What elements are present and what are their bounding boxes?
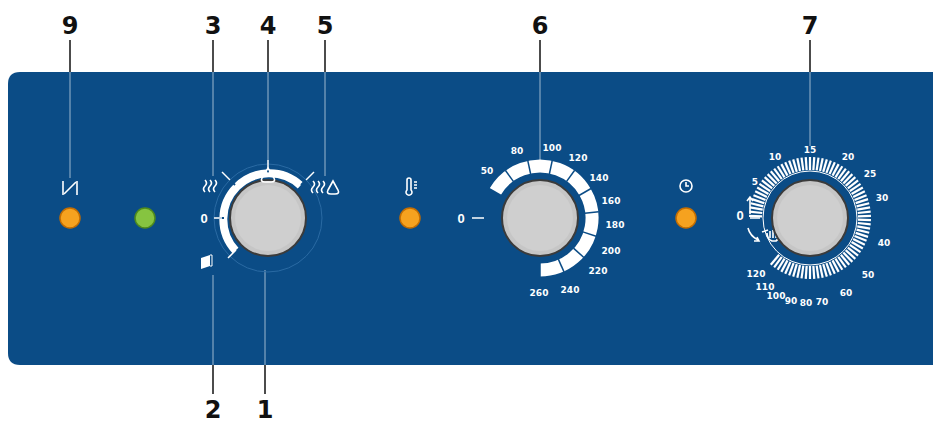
tick-stroke bbox=[558, 259, 564, 272]
scale-number: 50 bbox=[862, 271, 875, 280]
scale-number: 120 bbox=[747, 270, 766, 279]
callout-number: 4 bbox=[260, 14, 277, 38]
tick-stroke bbox=[858, 215, 871, 218]
callout-number: 1 bbox=[257, 398, 274, 422]
callout-number: 9 bbox=[62, 14, 79, 38]
tick-stroke bbox=[858, 212, 871, 213]
callout-number: 5 bbox=[317, 14, 334, 38]
panel bbox=[8, 72, 933, 365]
scale-number: 160 bbox=[602, 197, 621, 206]
tick-stroke bbox=[817, 158, 819, 171]
tick-stroke bbox=[858, 223, 871, 224]
tick-stroke bbox=[539, 263, 541, 277]
scale-number: 240 bbox=[561, 286, 580, 295]
selector-knob bbox=[214, 160, 322, 272]
scale-number: 120 bbox=[569, 154, 588, 163]
tick-stroke bbox=[585, 212, 599, 213]
scale-number: 80 bbox=[511, 147, 524, 156]
tick-stroke bbox=[809, 157, 811, 170]
tick-stroke bbox=[789, 161, 793, 173]
door-icon bbox=[201, 255, 212, 269]
scale-number: 10 bbox=[769, 153, 782, 162]
tick-stroke bbox=[749, 215, 762, 218]
tick-stroke bbox=[857, 207, 870, 209]
tick-stroke bbox=[505, 170, 513, 181]
tick-stroke bbox=[812, 266, 815, 279]
tick-stroke bbox=[826, 263, 830, 275]
scale-number: 180 bbox=[606, 221, 625, 230]
tick-stroke bbox=[805, 266, 808, 279]
scale-number: 100 bbox=[543, 144, 562, 153]
tick-stroke bbox=[797, 158, 800, 171]
tick-stroke bbox=[856, 199, 868, 203]
scale-number: 25 bbox=[864, 170, 877, 179]
tick-stroke bbox=[823, 264, 827, 276]
scale-number: 70 bbox=[816, 298, 829, 307]
tick-stroke bbox=[579, 189, 591, 196]
tick-stroke bbox=[823, 159, 827, 171]
tick-stroke bbox=[528, 160, 531, 174]
indicator-lamps bbox=[60, 208, 696, 228]
scale-number: 50 bbox=[481, 167, 494, 176]
tick-stroke bbox=[820, 265, 823, 278]
tick-stroke bbox=[793, 264, 797, 276]
function-icons bbox=[63, 168, 779, 241]
tick-stroke bbox=[583, 232, 596, 236]
scale-number: 200 bbox=[602, 247, 621, 256]
scale-number: 140 bbox=[590, 174, 609, 183]
tick-stroke bbox=[809, 266, 811, 279]
tick-stroke bbox=[797, 265, 800, 278]
scale-number: 5 bbox=[752, 178, 758, 187]
scale-number: 60 bbox=[840, 289, 853, 298]
tick-stroke bbox=[857, 203, 870, 206]
tick-stroke bbox=[802, 266, 804, 279]
tick-stroke bbox=[817, 266, 819, 279]
tick-stroke bbox=[489, 189, 501, 196]
position-mark: 0 bbox=[736, 209, 743, 222]
tick-stroke bbox=[573, 248, 583, 257]
tick-stroke bbox=[793, 159, 797, 171]
callout-number: 6 bbox=[532, 14, 549, 38]
scale-number: 80 bbox=[800, 299, 813, 308]
callout-number: 2 bbox=[205, 398, 222, 422]
scale-number: 90 bbox=[785, 297, 798, 306]
tick-stroke bbox=[566, 170, 574, 181]
leader-lines bbox=[70, 40, 810, 394]
tick-stroke bbox=[802, 158, 804, 171]
position-mark: 0 bbox=[200, 212, 207, 225]
tick-stroke bbox=[805, 157, 808, 170]
scale-number: 110 bbox=[756, 283, 775, 292]
tick-stroke bbox=[858, 219, 871, 222]
tick-stroke bbox=[857, 230, 870, 233]
callout-number: 7 bbox=[802, 14, 819, 38]
scale-number: 15 bbox=[804, 146, 817, 155]
temperature-knob bbox=[472, 160, 599, 277]
tick-stroke bbox=[771, 255, 779, 265]
scale-number: 220 bbox=[589, 267, 608, 276]
tick-stroke bbox=[549, 160, 552, 174]
tick-stroke bbox=[857, 226, 870, 228]
tick-stroke bbox=[749, 212, 762, 213]
scale-number: 100 bbox=[767, 292, 786, 301]
scale-number: 260 bbox=[530, 289, 549, 298]
tick-stroke bbox=[750, 207, 763, 209]
tick-stroke bbox=[820, 158, 823, 171]
timer-knob bbox=[749, 157, 871, 279]
scale-number: 30 bbox=[876, 194, 889, 203]
scale-number: 20 bbox=[842, 153, 855, 162]
position-mark: 0 bbox=[457, 212, 464, 225]
tick-stroke bbox=[812, 157, 815, 170]
tick-stroke bbox=[751, 203, 764, 206]
scale-number: 40 bbox=[878, 239, 891, 248]
callout-number: 3 bbox=[205, 14, 222, 38]
